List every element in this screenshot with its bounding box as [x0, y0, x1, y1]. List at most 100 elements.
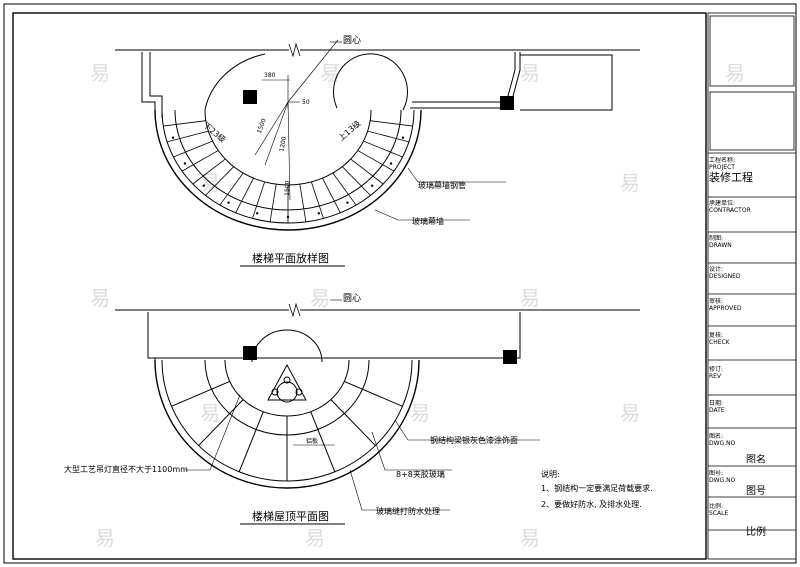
- handrail-post: [286, 215, 290, 219]
- title-block-approved: 审核: APPROVED: [709, 298, 795, 312]
- drawn-label: 制图:: [709, 235, 724, 242]
- check-label: 复核:: [709, 332, 724, 339]
- stair-tread: [322, 178, 341, 213]
- title-block-dwgname: 图名: DWG.NO 图名: [709, 433, 795, 463]
- stair-tread: [167, 130, 209, 143]
- roof-panel-rib: [198, 399, 244, 446]
- plan-labels: 380 50 1500 1200 1500 下23级 上13级: [201, 72, 362, 196]
- watermark-glyph: 易: [310, 286, 330, 310]
- roof-panel-rib: [344, 380, 403, 407]
- title-block-frame: [707, 12, 797, 560]
- inner-border: [12, 12, 707, 560]
- chandelier-label: 大型工艺吊灯直径不大于1100mm: [64, 464, 188, 474]
- stair-tread: [357, 150, 395, 172]
- plan-center-label: 圆心: [343, 35, 361, 46]
- stair-tread: [299, 184, 307, 222]
- title-block-design: 设计: DESIGNED: [709, 266, 795, 280]
- callout-curtain: 玻璃幕墙: [412, 216, 444, 226]
- dwgno-label-en: DWG.NO: [709, 477, 736, 484]
- project-value: 装修工程: [709, 171, 753, 184]
- dwgno-value: 图号: [746, 486, 766, 496]
- rev-label: 修订:: [709, 366, 724, 373]
- dwgname-label: 图名:: [709, 433, 724, 440]
- handrail-post: [171, 136, 175, 139]
- project-label: 工程名称:: [709, 157, 736, 164]
- roof-panel-rib: [171, 380, 230, 407]
- stair-tread: [163, 120, 206, 127]
- check-label-en: CHECK: [709, 339, 730, 346]
- roof-center-label: 圆心: [343, 293, 361, 304]
- watermark-glyph: 易: [410, 401, 430, 425]
- plan-callout-lines: [374, 167, 506, 221]
- watermark-glyph: 易: [620, 401, 640, 425]
- title-block-drawn: 制图: DRAWN: [709, 235, 795, 249]
- stair-tread: [311, 181, 324, 219]
- callout-waterproof: 玻璃缝打防水处理: [376, 506, 440, 516]
- watermark-glyph: 易: [320, 61, 340, 85]
- stair-tread: [332, 172, 357, 206]
- stair-tread: [219, 172, 244, 206]
- column: [500, 96, 514, 110]
- roof-panels: [171, 380, 403, 481]
- watermark-glyph: 易: [90, 286, 110, 310]
- watermark-glyph: 易: [520, 61, 540, 85]
- title-block-date: 日期: DATE: [709, 400, 795, 414]
- title-block-contractor: 承建单位: CONTRACTOR: [709, 200, 795, 214]
- handrail-post: [317, 212, 320, 215]
- roof-title: 楼梯屋顶平面图: [252, 509, 329, 523]
- column: [243, 90, 257, 104]
- dim-1500b: 1500: [284, 180, 292, 196]
- design-label-en: DESIGNED: [709, 273, 741, 280]
- date-label: 日期:: [709, 400, 724, 407]
- title-block-dwgno: 图号: DWG.NO 图号: [709, 470, 795, 496]
- handrail-post: [389, 162, 393, 165]
- watermark-layer: 易 易 易 易 易 易 易 易 易 易 易 易 易 易 易: [90, 61, 745, 550]
- handrail-post: [401, 136, 405, 139]
- stair-tread: [370, 120, 413, 127]
- scale-value: 比例: [746, 527, 766, 538]
- dim-1500: 1500: [256, 118, 268, 135]
- roof-callout-lines: [185, 394, 540, 511]
- dwgname-value: 图名: [746, 455, 766, 463]
- stair-tread: [367, 130, 409, 143]
- column: [243, 346, 257, 360]
- watermark-glyph: 易: [200, 401, 220, 425]
- roof-plan: [115, 302, 640, 489]
- handrail-post: [227, 201, 230, 204]
- watermark-glyph: 易: [90, 61, 110, 85]
- scale-label: 比例:: [709, 503, 724, 510]
- title-block-project: 工程名称: PROJECT 装修工程: [709, 157, 795, 184]
- plan-title: 楼梯平面放样图: [252, 251, 329, 265]
- dim-1200: 1200: [278, 136, 288, 152]
- stair-treads: [163, 120, 413, 223]
- notes-heading: 说明:: [541, 469, 560, 479]
- design-label: 设计:: [709, 266, 724, 273]
- dim-aluminum: 铝板: [306, 437, 318, 445]
- drawn-label-en: DRAWN: [709, 242, 732, 249]
- stair-tread: [350, 158, 384, 185]
- dim-380: 380: [264, 72, 276, 79]
- stair-tread: [181, 150, 219, 172]
- handrail-posts: [171, 136, 405, 219]
- notes-item: 2、要做好防水, 及排水处理.: [541, 499, 642, 509]
- dimension-lines: [254, 39, 339, 201]
- watermark-glyph: 易: [305, 526, 325, 550]
- watermark-glyph: 易: [200, 171, 220, 195]
- handrail-post: [183, 162, 187, 165]
- handrail-post: [370, 184, 374, 187]
- callout-handrail: 玻璃幕墙钢管: [418, 180, 466, 190]
- contractor-label-en: CONTRACTOR: [709, 207, 751, 214]
- stair-plan: [115, 42, 640, 231]
- stair-tread: [363, 140, 403, 158]
- contractor-label: 承建单位:: [709, 200, 736, 207]
- watermark-glyph: 易: [520, 526, 540, 550]
- rev-label-en: REV: [709, 373, 722, 380]
- approved-label-en: APPROVED: [709, 305, 742, 312]
- handrail-post: [256, 212, 259, 215]
- stair-tread: [269, 184, 277, 222]
- date-label-en: DATE: [709, 407, 725, 414]
- callout-steel: 钢结构梁银灰色漆涂饰面: [430, 435, 518, 445]
- outer-border: [3, 3, 797, 564]
- stair-tread: [342, 166, 371, 196]
- stair-tread: [205, 166, 234, 196]
